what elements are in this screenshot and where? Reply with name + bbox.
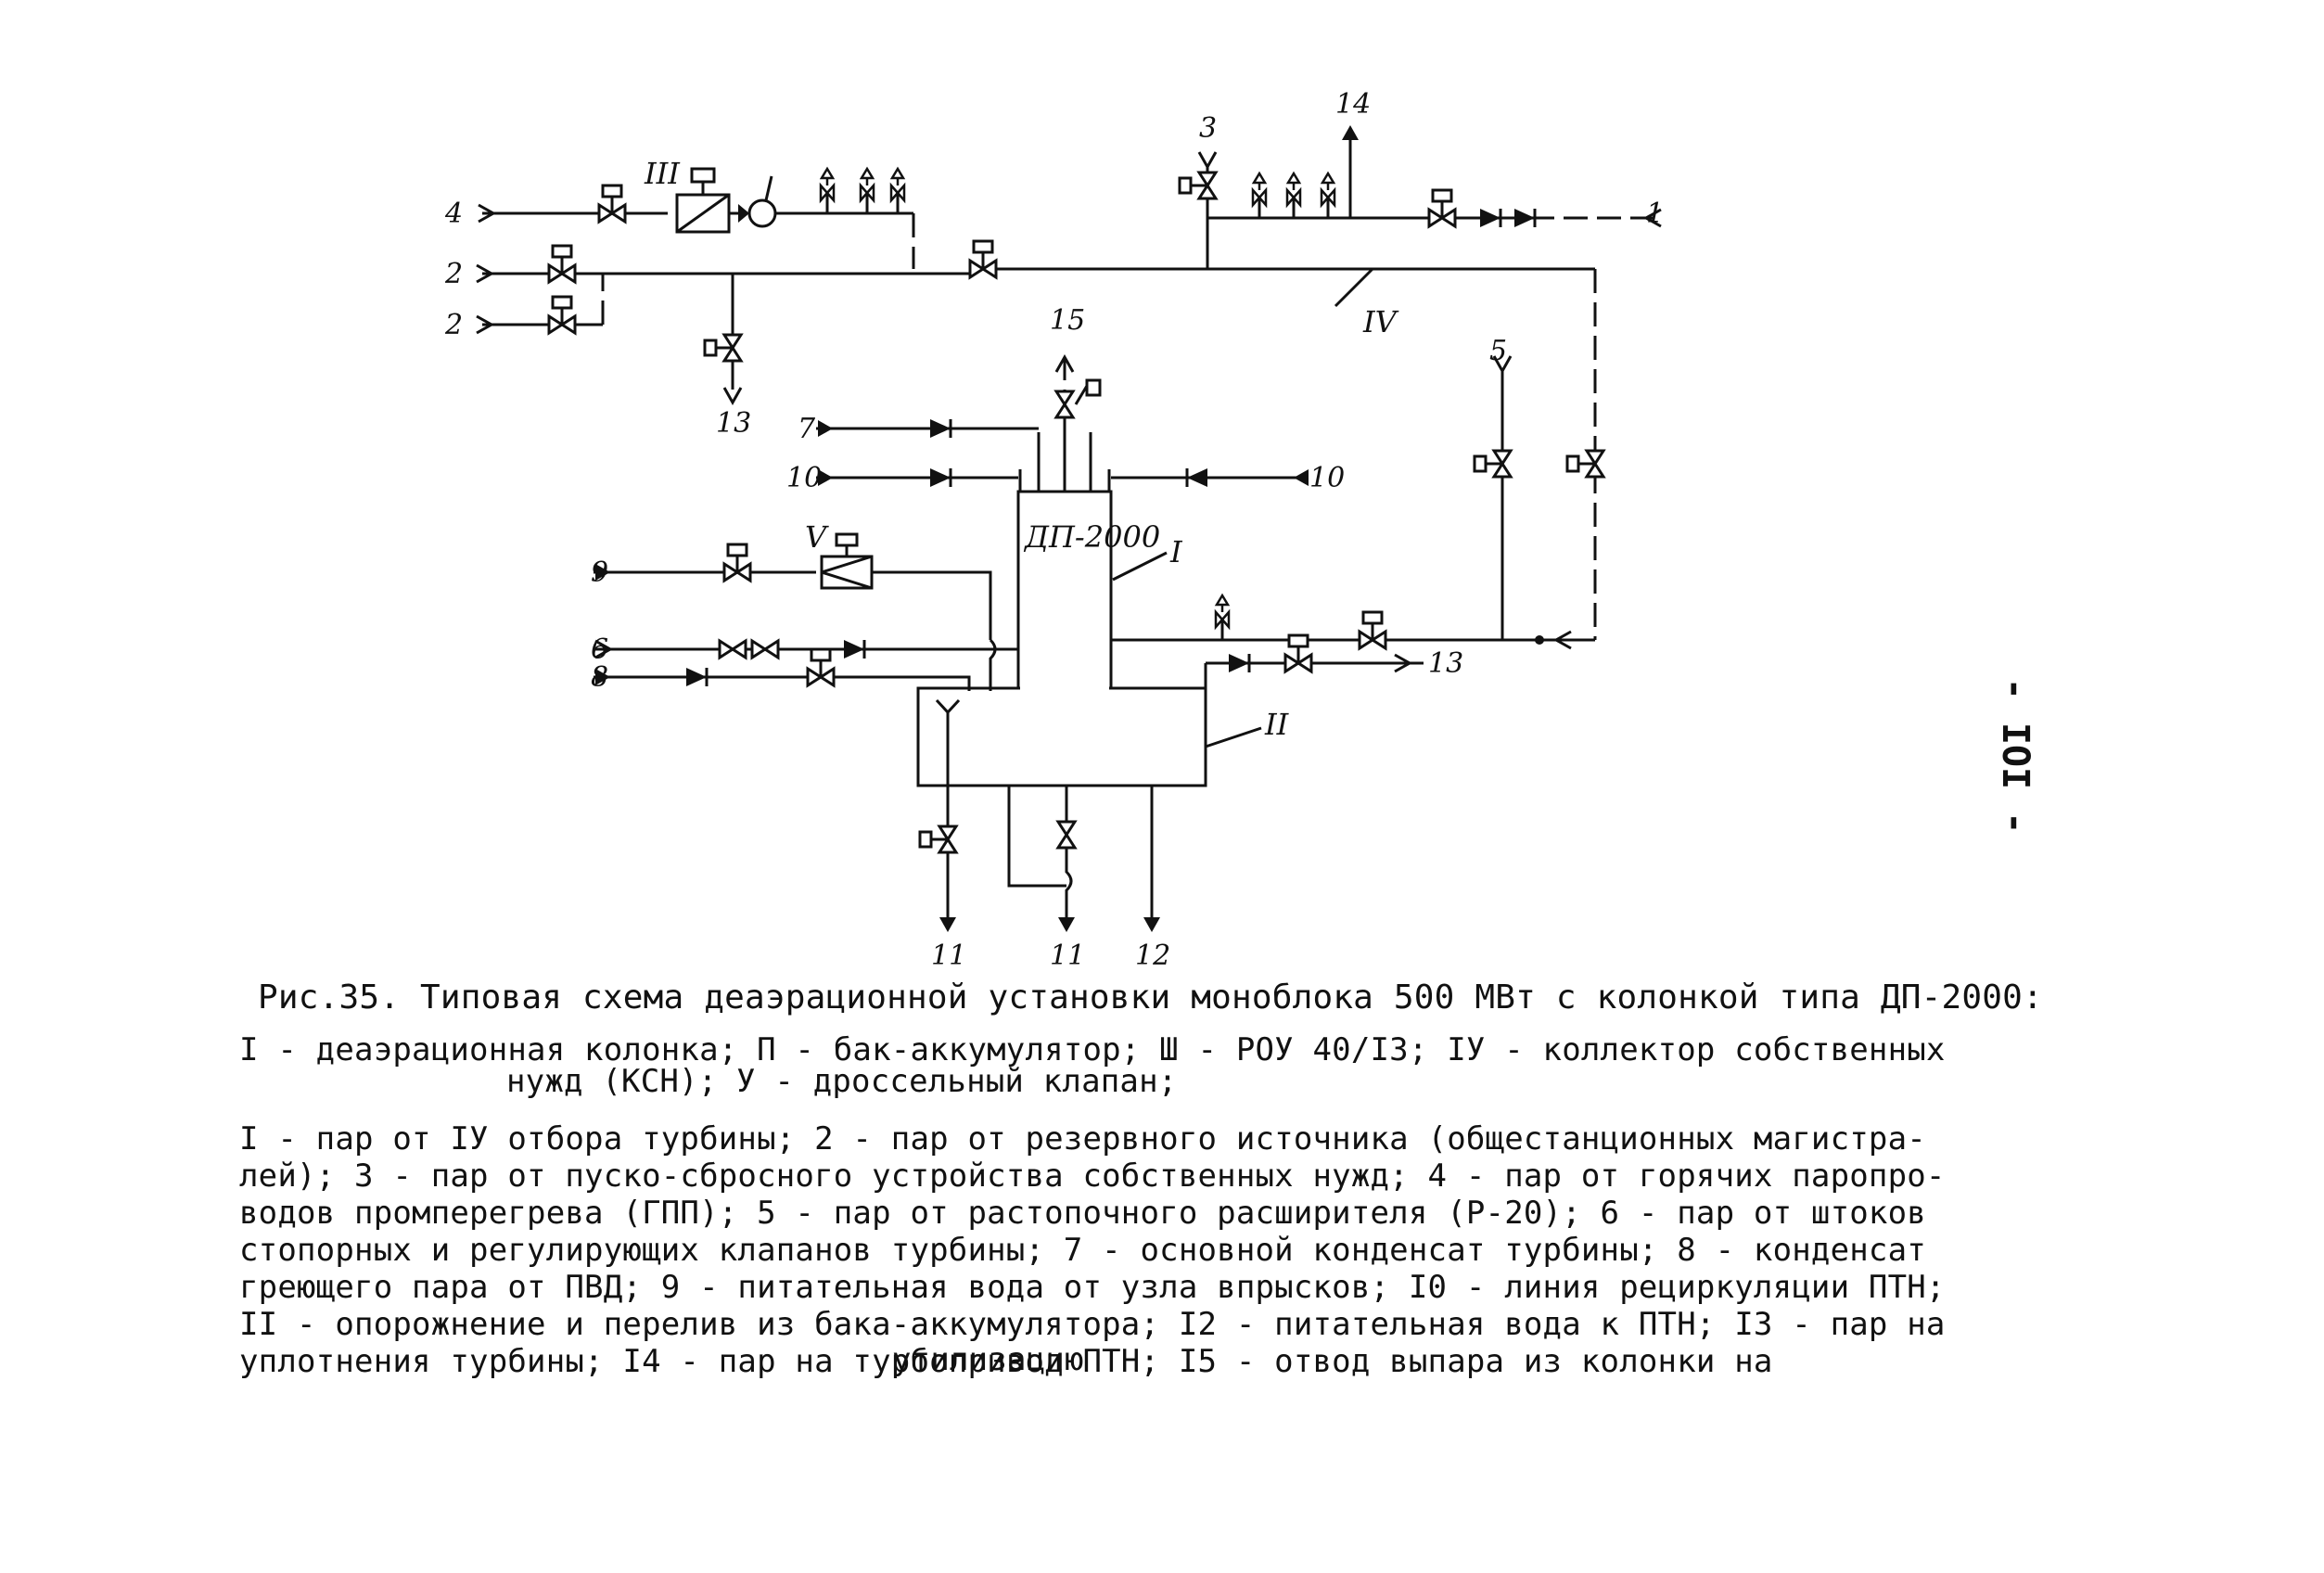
legend-source-line: лей); 3 - пар от пуско-сбросного устройс… bbox=[239, 1157, 1946, 1195]
line-8 bbox=[594, 647, 971, 691]
line-label-5: 5 bbox=[1489, 335, 1507, 367]
line-label-11b: 11 bbox=[1050, 940, 1085, 972]
column-and-tank bbox=[916, 355, 1207, 787]
legend-source-line: водов промперегрева (ГПП); 5 - пар от ра… bbox=[239, 1195, 1926, 1232]
line-label-1: 1 bbox=[1646, 198, 1664, 230]
drain-lines-11-12 bbox=[918, 698, 1160, 932]
deaeration-scheme-diagram: ДП-2000 I II III IV V 1 2 2 3 4 5 6 7 8 … bbox=[444, 88, 1664, 972]
legend-sources: I - пар от IУ отбора турбины; 2 - пар от… bbox=[239, 1120, 1946, 1380]
storage-tank bbox=[916, 686, 1207, 787]
leader-lines bbox=[1112, 551, 1262, 748]
line-label-11a: 11 bbox=[931, 940, 966, 972]
line-7 bbox=[816, 417, 1039, 440]
line-label-13a: 13 bbox=[716, 407, 751, 440]
legend-source-line: стопорных и регулирующих клапанов турбин… bbox=[239, 1232, 1926, 1269]
label-I: I bbox=[1169, 534, 1183, 569]
page-number: - IOI - bbox=[1994, 677, 2037, 835]
line-label-9: 9 bbox=[591, 556, 608, 589]
line-label-13b: 13 bbox=[1428, 647, 1463, 680]
line-10-left bbox=[816, 467, 1018, 489]
line-label-2b: 2 bbox=[444, 309, 463, 341]
label-II: II bbox=[1264, 707, 1290, 742]
line-label-7: 7 bbox=[798, 413, 816, 445]
legend-source-last-line: утилизацию bbox=[892, 1341, 1084, 1378]
column-type-label: ДП-2000 bbox=[1023, 519, 1160, 555]
line-label-3: 3 bbox=[1199, 112, 1217, 145]
legend-source-line: греющего пара от ПВД; 9 - питательная во… bbox=[239, 1269, 1946, 1306]
steam-lines-2 bbox=[475, 244, 969, 404]
line-label-14: 14 bbox=[1335, 88, 1371, 121]
line-10-right bbox=[1111, 467, 1309, 489]
line-6 bbox=[594, 638, 1018, 660]
label-IV: IV bbox=[1362, 304, 1399, 339]
steam-outlet-13-and-5 bbox=[1111, 354, 1605, 688]
legend-source-line: I - пар от IУ отбора турбины; 2 - пар от… bbox=[239, 1120, 1926, 1157]
line-label-10b: 10 bbox=[1309, 462, 1345, 494]
line-label-8: 8 bbox=[591, 661, 608, 694]
line-label-15: 15 bbox=[1050, 304, 1085, 337]
throttle-valve-V bbox=[820, 555, 874, 590]
line-label-12: 12 bbox=[1135, 940, 1170, 972]
steam-line-4 bbox=[477, 167, 915, 269]
line-label-4: 4 bbox=[444, 198, 463, 230]
label-III: III bbox=[644, 156, 681, 191]
line-label-6: 6 bbox=[591, 633, 608, 666]
legend-source-line: уплотнения турбины; I4 - пар на турбопри… bbox=[239, 1343, 1773, 1380]
label-V: V bbox=[805, 519, 829, 555]
line-9 bbox=[594, 532, 997, 691]
steam-line-3-and-14 bbox=[1178, 125, 1663, 269]
legend-source-line: II - опорожнение и перелив из бака-аккум… bbox=[239, 1306, 1946, 1343]
line-label-10a: 10 bbox=[786, 462, 822, 494]
legend-roman-line-1: I - деаэрационная колонка; П - бак-аккум… bbox=[239, 1031, 1946, 1068]
figure-caption-title: Рис.35. Типовая схема деаэрационной уста… bbox=[258, 978, 2043, 1017]
legend-roman-line-2: нужд (КСН); У - дроссельный клапан; bbox=[506, 1063, 1178, 1100]
line-label-2a: 2 bbox=[444, 258, 463, 290]
